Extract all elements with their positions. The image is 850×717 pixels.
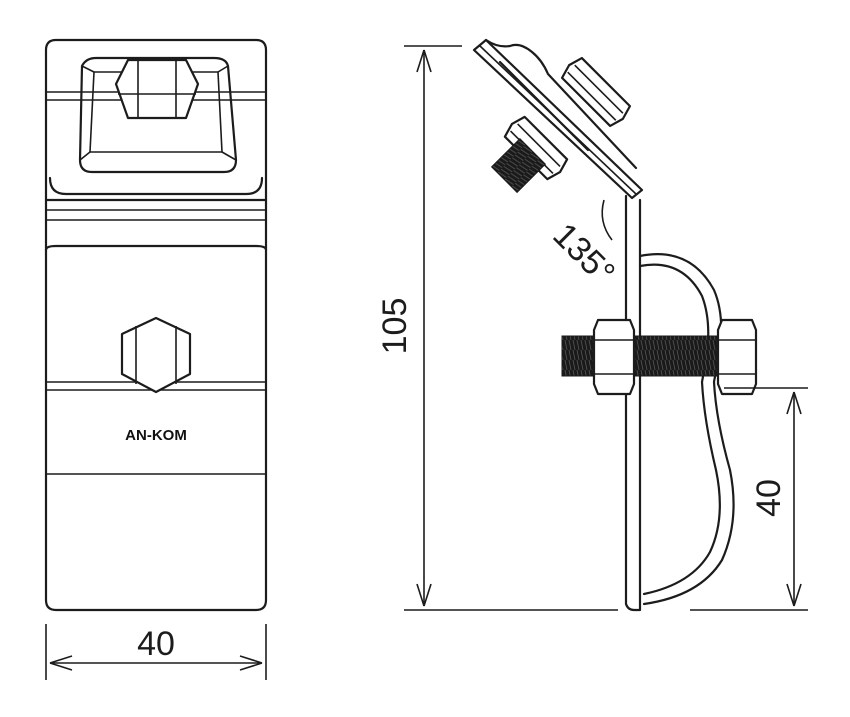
front-plate — [44, 244, 268, 612]
angle-arc — [601, 199, 613, 241]
angled-plate — [472, 38, 644, 200]
front-hex-bolt — [120, 316, 192, 394]
width-dimension: 40 — [45, 624, 267, 680]
height-dimension: 105 — [376, 45, 618, 611]
curved-strap — [638, 253, 735, 606]
hex-nut-right — [716, 318, 758, 396]
lower-dimension: 40 — [690, 387, 808, 611]
angle-label: 135° — [545, 216, 622, 293]
hex-nut-left — [592, 318, 636, 396]
side-view: 105 135° — [376, 38, 808, 612]
horizontal-bolt — [561, 318, 758, 396]
height-dimension-label: 105 — [376, 298, 414, 355]
vertical-plate — [624, 194, 642, 612]
width-dimension-label: 40 — [137, 625, 175, 663]
lower-dimension-label: 40 — [750, 479, 788, 517]
front-view: AN-KOM — [44, 38, 268, 612]
angled-hex-nut-lower — [503, 115, 569, 181]
angled-hex-nut-upper — [560, 56, 632, 128]
angled-thread — [490, 137, 547, 194]
top-hex-nut — [114, 58, 200, 120]
brand-label: AN-KOM — [125, 427, 187, 444]
